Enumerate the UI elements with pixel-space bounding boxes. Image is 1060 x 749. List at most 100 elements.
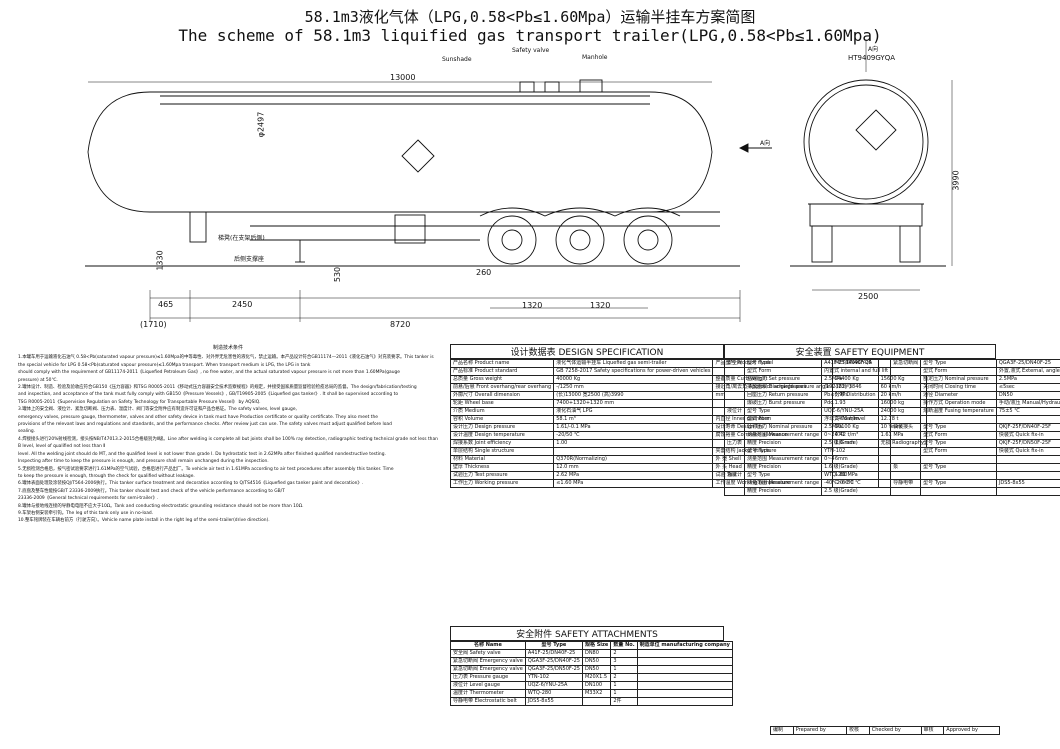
table-cell: 1.61/-0.1 MPa — [553, 423, 714, 432]
dim-1320a: 1320 — [522, 301, 543, 310]
dim-3990: 3990 — [951, 170, 961, 191]
hazmat-diamond — [401, 139, 435, 173]
prepared-en: Prepared by — [792, 726, 847, 735]
table-cell: 40000 Kg — [553, 375, 714, 384]
table-cell: 快装式 Quick fix-in — [995, 447, 1060, 456]
table-cell: QGA3F-25/DN50F-25 — [524, 665, 583, 674]
table-cell — [995, 487, 1060, 496]
table-cell: 壁厚 Thickness — [449, 463, 555, 472]
table-cell: 整定压力 Set pressure — [744, 375, 823, 384]
tech-item: 7.底盘及整车性能按GB/T 23336-2009执行。This tanker … — [18, 488, 285, 494]
table-cell — [723, 487, 746, 496]
table-cell: 操作方式 Operation mode — [920, 399, 997, 408]
table-cell — [920, 455, 997, 464]
table-cell: 导静电带 Electrostatic belt — [450, 697, 526, 706]
table-cell — [995, 455, 1060, 464]
table-cell: 型号 Type — [920, 463, 997, 472]
table-cell: 型号 Type — [744, 447, 823, 456]
tech-item: Inspecting after time to keep the pressu… — [18, 459, 269, 465]
dim-13000: 13000 — [390, 73, 416, 82]
table-cell: 熔断温度 Fusing temperature — [920, 407, 997, 416]
table-cell: 精度 Precision — [744, 463, 823, 472]
table-cell — [723, 383, 746, 392]
table-cell — [581, 697, 612, 706]
table-cell: Pdc.1.93 — [821, 399, 892, 408]
table-cell: 紧急切断阀 — [890, 359, 922, 368]
table-cell: DN50 — [581, 657, 612, 666]
wheel-1 — [487, 215, 537, 265]
tech-item: level. All the welding joint should do M… — [18, 451, 386, 457]
table-cell: 设计压力 Design pressure — [449, 423, 555, 432]
table-cell: 内置式 internal and full lift — [821, 367, 892, 376]
table-cell: -/1250 mm — [553, 383, 714, 392]
table-cell — [553, 447, 714, 456]
table-cell: 1 — [610, 665, 638, 674]
table-cell — [723, 423, 746, 432]
table-cell: 型式 Form — [920, 447, 997, 456]
tech-item: and inspection, and acceptance of the ta… — [18, 392, 399, 398]
end-view-wheel-right — [899, 225, 921, 263]
table-cell: YTN-102 — [821, 447, 892, 456]
table-header-cell: 规格 Size — [581, 641, 612, 650]
table-cell: QGA3F-25/DN40F-25 — [995, 359, 1060, 368]
table-cell: 液化石油气 LPG — [553, 407, 714, 416]
title-chinese: 58.1m3液化气体（LPG,0.58<Pb≤1.60Mpa）运输半挂车方案简图 — [304, 8, 756, 26]
table-cell — [636, 649, 733, 658]
tech-item: 23336-2009《General technical requirement… — [18, 496, 159, 502]
tech-item: 10.整车铭牌装在车辆右前方（行驶方向）。Vehicle name plate … — [18, 518, 270, 524]
sunshade-label: Sunshade — [442, 56, 472, 63]
tech-item: 1.本罐车用于运输液化石油气 0.58<Pb(saturated vapour … — [18, 355, 434, 368]
table-cell — [890, 407, 922, 416]
tech-item: 2.罐体设计、制造、检验及验收应符合GB150《压力容器》和TSG R0005-… — [18, 385, 417, 391]
table-cell: QKJF-25F/DN40F-25F — [995, 423, 1060, 432]
tech-heading: 制造技术条件 — [212, 345, 243, 351]
table-cell — [636, 681, 733, 690]
ladder-label: 梯凳(在支架后侧) — [218, 235, 265, 242]
approved-en: Approved by — [943, 726, 1000, 735]
attachments-title: 安全附件 SAFETY ATTACHMENTS — [450, 626, 724, 641]
table-cell: 型式 Form — [920, 367, 997, 376]
table-cell: 产品名称 Product name — [449, 359, 555, 368]
end-view-tank — [803, 79, 929, 205]
table-cell: ≤1.60 MPa — [553, 479, 714, 488]
table-cell: 2.5MPa — [821, 375, 892, 384]
table-cell — [890, 383, 922, 392]
box-label: 后侧支撑座 — [234, 256, 265, 263]
table-cell — [890, 431, 922, 440]
table-header-cell: 数量 No. — [610, 641, 638, 650]
table-cell — [723, 375, 746, 384]
table-cell: 快装接头 — [890, 423, 922, 432]
table-cell: M20X1.5 — [581, 673, 612, 682]
design-title: 设计数据表 DESIGN SPECIFICATION — [450, 344, 724, 359]
table-cell: GB 7258-2017 Safety specifications for p… — [553, 367, 714, 376]
table-cell — [920, 471, 997, 480]
checked-cn: 校核 — [845, 726, 870, 735]
table-cell — [920, 415, 997, 424]
table-cell: 导静电带 — [890, 479, 922, 488]
table-cell: 外置,液式 External, angle type — [995, 367, 1060, 376]
table-cell: 安全阀 — [723, 359, 746, 368]
table-cell — [723, 463, 746, 472]
table-cell: YTN-102 — [524, 673, 583, 682]
table-cell — [723, 455, 746, 464]
table-cell: 液位计 Level gauge — [450, 681, 526, 690]
signoff-block: 编制 Prepared by 校核 Checked by 审核 Approved… — [770, 726, 1000, 735]
end-view-frame — [809, 203, 923, 227]
table-cell: DN100 — [581, 681, 612, 690]
table-cell — [723, 431, 746, 440]
front-support — [189, 211, 207, 243]
table-cell: 型号 Type — [744, 359, 823, 368]
a-arrow-label: A向 — [760, 140, 771, 147]
manhole-label: Manhole — [582, 54, 608, 61]
table-cell — [723, 367, 746, 376]
table-cell: 1.00 — [553, 439, 714, 448]
table-cell: Pb≤0.9Ps — [821, 391, 892, 400]
